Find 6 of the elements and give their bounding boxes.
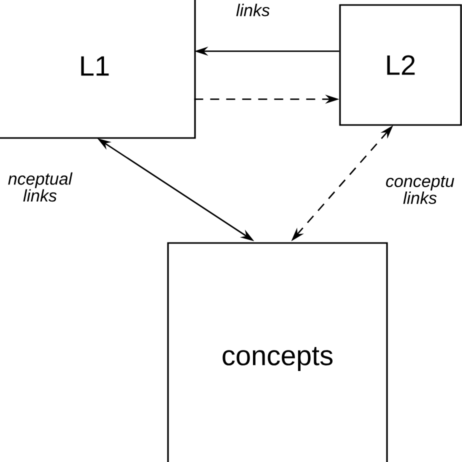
box: L1: [0, 0, 196, 139]
edge-label: conceptu links: [386, 176, 454, 204]
edge-label: links: [236, 4, 270, 16]
box: L2: [339, 4, 462, 126]
edge-label: nceptual links: [8, 172, 72, 202]
box: concepts: [167, 242, 388, 462]
